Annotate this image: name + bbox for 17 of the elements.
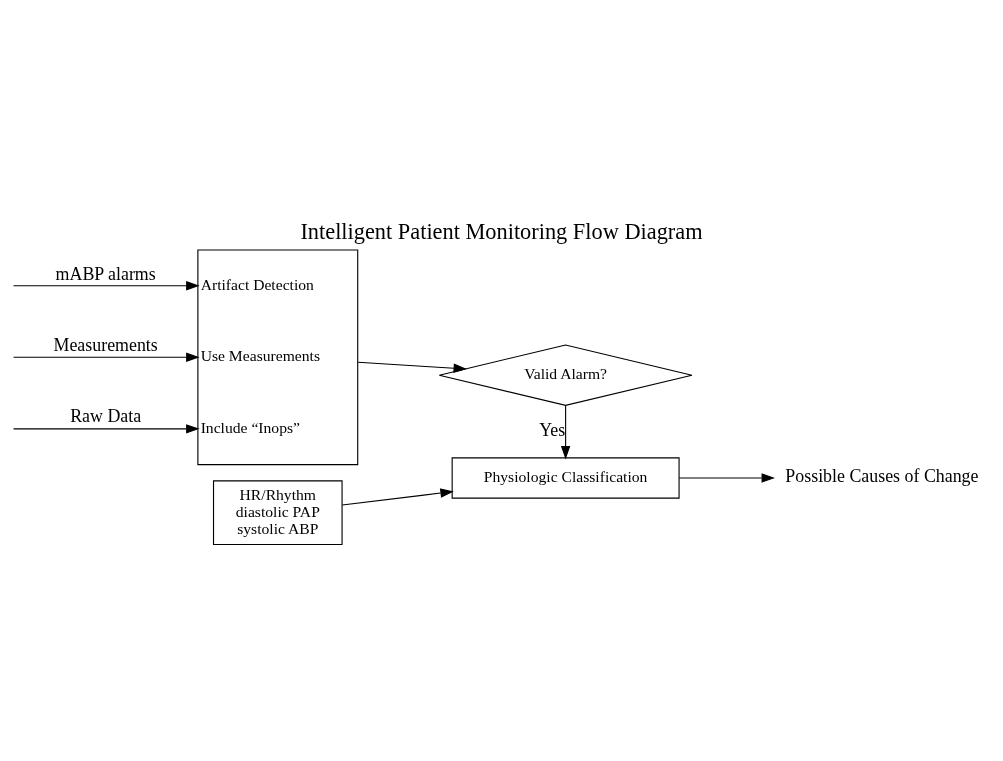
node-box: HR/Rhythm diastolic PAP systolic ABP bbox=[212, 480, 343, 546]
node-box: Artifact Detection Use Measurements Include “Inops” bbox=[197, 249, 359, 466]
node-box: Physiologic Classification bbox=[451, 457, 680, 499]
arrow bbox=[12, 424, 200, 434]
arrow bbox=[560, 405, 571, 460]
arrow bbox=[678, 473, 775, 483]
arrow bbox=[12, 281, 200, 291]
edge-label: Raw Data bbox=[70, 405, 142, 426]
edge-label: Measurements bbox=[53, 335, 158, 356]
diagram-title: Intelligent Patient Monitoring Flow Diagram bbox=[300, 218, 703, 244]
edge-label: mABP alarms bbox=[55, 263, 156, 284]
node-diamond: Valid Alarm? bbox=[438, 344, 693, 406]
arrow bbox=[12, 352, 200, 362]
arrow bbox=[341, 488, 454, 506]
node-text: Possible Causes of Change bbox=[785, 466, 979, 487]
arrow bbox=[357, 361, 467, 373]
edge-label: Yes bbox=[539, 419, 566, 440]
